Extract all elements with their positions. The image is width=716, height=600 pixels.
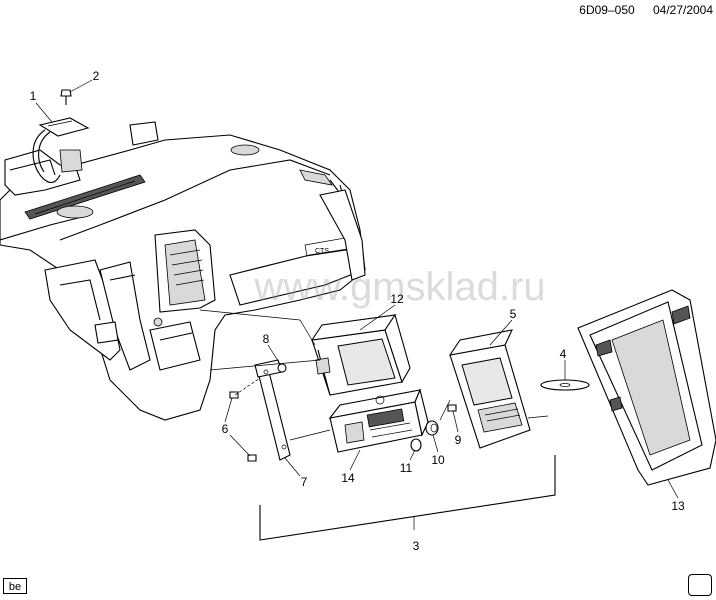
callout-10: 10 xyxy=(431,453,445,467)
callout-2: 2 xyxy=(93,69,100,83)
part-8-screw xyxy=(277,363,287,373)
callout-13: 13 xyxy=(671,499,685,513)
diagram-date: 04/27/2004 xyxy=(653,3,713,17)
part-10-knob xyxy=(425,420,439,436)
callout-9: 9 xyxy=(455,433,462,447)
part-12-display-unit xyxy=(310,313,411,396)
leader-lines xyxy=(35,79,679,541)
part-6-screw-lower xyxy=(247,454,257,462)
callout-11: 11 xyxy=(400,461,413,475)
cts-emblem-icon: CTS xyxy=(315,248,329,255)
part-5-faceplate xyxy=(448,329,531,449)
part-7-bracket xyxy=(254,359,291,461)
callout-5: 5 xyxy=(510,307,517,321)
part-6-screw-upper xyxy=(229,391,239,399)
part-1-bracket xyxy=(32,117,90,184)
part-11-knob xyxy=(410,438,422,452)
callout-14: 14 xyxy=(341,471,355,485)
part-4-disc xyxy=(540,379,590,391)
part-9-screw xyxy=(447,404,457,412)
callout-6: 6 xyxy=(222,422,229,436)
callout-12: 12 xyxy=(390,292,404,306)
part-2-screw xyxy=(60,89,72,105)
callout-7: 7 xyxy=(301,475,308,489)
callout-3: 3 xyxy=(413,539,420,553)
callout-8: 8 xyxy=(263,332,270,346)
callout-4: 4 xyxy=(560,347,567,361)
language-badge: be xyxy=(3,578,27,594)
watermark-text: www.gmsklad.ru xyxy=(253,265,545,309)
gm-spo-logo-icon xyxy=(688,574,712,596)
part-13-trim-panel xyxy=(577,289,716,486)
instrument-panel: CTS xyxy=(0,121,366,421)
callout-1: 1 xyxy=(30,89,37,103)
diagram-code: 6D09–050 xyxy=(579,3,635,17)
part-14-radio-chassis xyxy=(328,388,429,453)
